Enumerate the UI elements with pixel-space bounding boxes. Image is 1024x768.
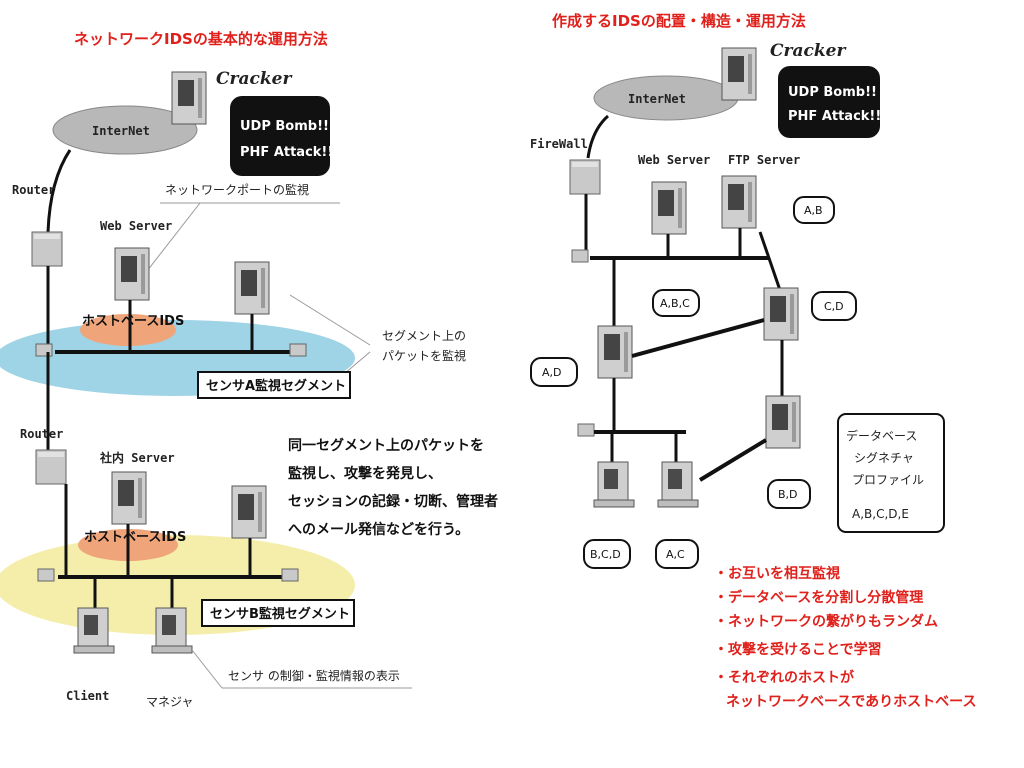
feature-3: ・ネットワークの繋がりもランダム — [714, 613, 938, 630]
hub-b2-icon — [281, 568, 299, 582]
database-line-3: プロファイル — [852, 473, 924, 487]
right-web-server-icon — [651, 181, 687, 235]
manager-label: マネジャ — [146, 695, 193, 709]
sensor-a-label-box — [197, 371, 351, 399]
right-attack-line-1: UDP Bomb!! — [788, 85, 877, 100]
tag-ac — [655, 539, 699, 569]
right-ftp-server-label: FTP Server — [728, 153, 800, 167]
node-ad-icon — [597, 325, 633, 379]
left-internet-label: InterNet — [92, 124, 150, 138]
firewall-icon — [569, 159, 601, 195]
host-ids-2-label: ホストベースIDS — [84, 530, 186, 545]
feature-4: ・攻撃を受けることで学習 — [714, 641, 882, 658]
tag-abc — [652, 289, 700, 317]
center-desc-line-2: 監視し、攻撃を発見し、 — [288, 465, 442, 482]
hub-a-icon — [35, 343, 53, 357]
right-attack-bubble — [778, 66, 880, 138]
right-ftp-server-icon — [721, 175, 757, 229]
right-attack-line-2: PHF Attack!! — [788, 109, 881, 124]
segment-note-line-1: セグメント上の — [382, 329, 466, 343]
intra-server-label: 社内 Server — [99, 450, 175, 465]
feature-2: ・データベースを分割し分散管理 — [714, 589, 923, 606]
left-title: ネットワークIDSの基本的な運用方法 — [74, 30, 328, 48]
tag-bd — [767, 479, 811, 509]
port-monitor-label: ネットワークポートの監視 — [165, 182, 309, 197]
right-title: 作成するIDSの配置・構造・運用方法 — [552, 12, 806, 30]
right-cracker-computer — [721, 47, 757, 101]
tag-ad — [530, 357, 578, 387]
database-box — [837, 413, 945, 533]
tag-bcd-text: B,C,D — [590, 548, 621, 561]
tag-ab-text: A,B — [804, 204, 823, 217]
tag-cd — [811, 291, 857, 321]
left-attack-bubble — [230, 96, 330, 176]
center-desc-line-1: 同一セグメント上のパケットを — [288, 437, 484, 454]
router-2-icon — [35, 449, 67, 485]
tag-bcd — [583, 539, 631, 569]
node-bcd-icon — [593, 461, 635, 508]
node-ac-icon — [657, 461, 699, 508]
center-desc-line-4: へのメール発信などを行う。 — [288, 521, 469, 538]
router-1-label: Router — [12, 183, 55, 197]
right-internet-label: InterNet — [628, 92, 686, 106]
segment-note-box — [372, 320, 460, 368]
right-web-server-label: Web Server — [638, 153, 710, 167]
host-ids-1-area — [80, 314, 176, 346]
sensor-b-label-box — [201, 599, 355, 627]
router-1-icon — [31, 231, 63, 267]
node-cd-icon — [763, 287, 799, 341]
sensor-a-label: センサA監視セグメント — [206, 378, 346, 394]
router-2-label: Router — [20, 427, 63, 441]
sensor-a-icon — [234, 261, 270, 315]
database-line-2: シグネチャ — [854, 451, 914, 465]
tag-ab — [793, 196, 835, 224]
client-icon — [73, 607, 115, 654]
left-attack-line-2: PHF Attack!! — [240, 145, 333, 160]
right-cracker-label: Cracker — [770, 41, 846, 61]
sensor-b-label: センサB監視セグメント — [210, 606, 350, 622]
center-desc-line-3: セッションの記録・切断、管理者 — [288, 493, 498, 510]
client-label: Client — [66, 689, 109, 703]
left-web-server-label: Web Server — [100, 219, 172, 233]
segment-note-line-2: パケットを監視 — [382, 348, 466, 363]
tag-cd-text: C,D — [824, 300, 844, 313]
feature-1: ・お互いを相互監視 — [714, 565, 840, 582]
tag-abc-text: A,B,C — [660, 297, 690, 310]
intra-server-icon — [111, 471, 147, 525]
right-hub-2-icon — [577, 423, 595, 437]
tag-ac-text: A,C — [666, 548, 685, 561]
host-ids-1-label: ホストベースIDS — [82, 314, 184, 329]
left-cracker-label: Cracker — [216, 69, 292, 89]
firewall-label: FireWall — [530, 137, 588, 151]
database-line-1: データベース — [846, 428, 917, 443]
database-line-4: A,B,C,D,E — [852, 507, 909, 521]
left-cracker-computer — [171, 71, 207, 125]
feature-5: ・それぞれのホストが — [714, 669, 855, 686]
tag-bd-text: B,D — [778, 488, 798, 501]
right-hub-1-icon — [571, 249, 589, 263]
node-bd-icon — [765, 395, 801, 449]
hub-b-icon — [37, 568, 55, 582]
feature-6: ネットワークベースでありホストベース — [726, 694, 976, 710]
tag-ad-text: A,D — [542, 366, 562, 379]
sensor-control-label: センサ の制御・監視情報の表示 — [228, 668, 400, 683]
hub-a2-icon — [289, 343, 307, 357]
manager-icon — [151, 607, 193, 654]
left-internet-cloud — [52, 105, 198, 155]
left-web-server-icon — [114, 247, 150, 301]
sensor-b-icon — [231, 485, 267, 539]
left-attack-line-1: UDP Bomb!! — [240, 119, 329, 134]
